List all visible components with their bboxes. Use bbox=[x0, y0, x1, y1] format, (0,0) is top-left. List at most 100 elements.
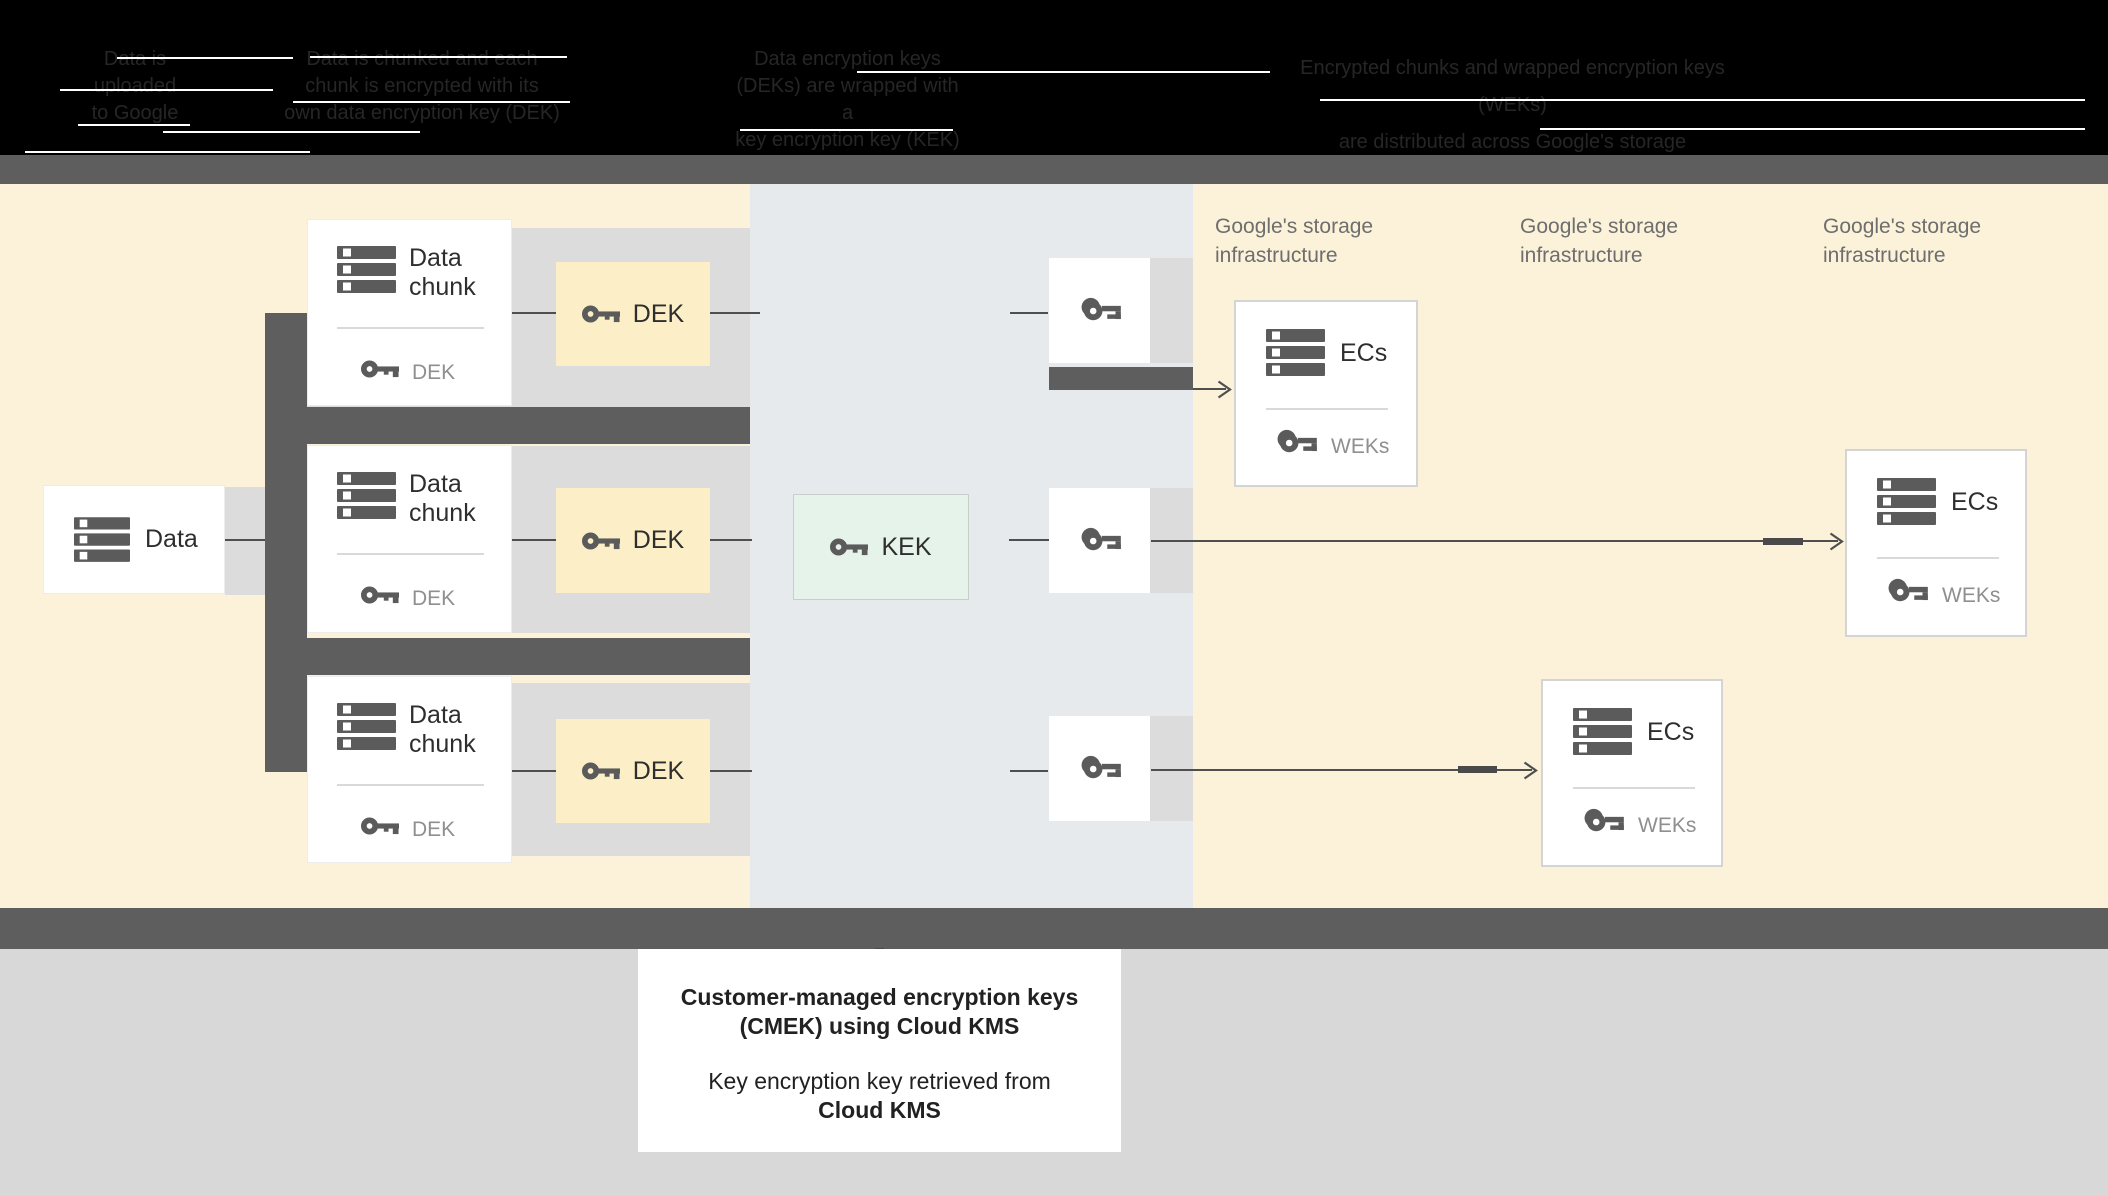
chunk-divider bbox=[337, 784, 484, 786]
header-streak bbox=[78, 124, 190, 126]
legend-step-wrapped: Data encryption keys (DEKs) are wrapped … bbox=[735, 48, 960, 151]
header-streak bbox=[1540, 128, 2085, 130]
key-icon bbox=[581, 529, 620, 553]
caption-box: Customer-managed encryption keys (CMEK) … bbox=[638, 949, 1121, 1152]
key-icon bbox=[830, 535, 869, 559]
ecs-weks-label: WEKs bbox=[1331, 435, 1390, 458]
ecs-divider bbox=[1266, 408, 1388, 410]
data-chunk-box-2: Data chunk DEK bbox=[307, 445, 512, 633]
server-icon bbox=[337, 703, 396, 751]
data-box-label: Data bbox=[145, 525, 198, 553]
ecs-label: ECs bbox=[1340, 339, 1388, 367]
header-streak bbox=[310, 56, 567, 58]
dek-box-3: DEK bbox=[556, 719, 710, 823]
server-icon bbox=[74, 516, 130, 563]
storage-infrastructure-label-3: Google's storage infrastructure bbox=[1823, 215, 1982, 267]
chunk-divider bbox=[337, 553, 484, 555]
dek-box-label: DEK bbox=[632, 756, 685, 785]
data-box: Data bbox=[43, 485, 225, 594]
key-icon bbox=[361, 357, 399, 381]
storage-infrastructure-label-1: Google's storage infrastructure bbox=[1215, 215, 1374, 267]
wrapped-key-box-2 bbox=[1049, 488, 1150, 593]
ecs-divider bbox=[1573, 787, 1695, 789]
header-streak bbox=[117, 57, 293, 59]
arrow3-dark-segment bbox=[1458, 766, 1497, 773]
header-streak bbox=[1320, 99, 2085, 101]
caption-title-line1: Customer-managed encryption keys bbox=[680, 984, 1079, 1010]
connector-into-key3 bbox=[1010, 770, 1048, 772]
key-icon bbox=[1078, 753, 1121, 785]
caption-body-line2: Cloud KMS bbox=[818, 1097, 941, 1123]
chunk-dek-label: DEK bbox=[412, 587, 456, 610]
caption-title-line2: (CMEK) using Cloud KMS bbox=[739, 1013, 1020, 1039]
header-streak bbox=[163, 131, 420, 133]
key1-shadow-band bbox=[1150, 258, 1193, 363]
chunk-dek-label: DEK bbox=[412, 361, 456, 384]
server-icon bbox=[1573, 708, 1632, 756]
connector-chunk3-dek3 bbox=[512, 770, 556, 772]
kek-box: KEK bbox=[793, 494, 969, 600]
key-icon bbox=[361, 583, 399, 607]
arrowhead-to-ecs3 bbox=[1523, 761, 1538, 780]
ecs-divider bbox=[1877, 557, 1999, 559]
header-streak bbox=[60, 89, 273, 91]
ecs-box-2: ECs WEKs bbox=[1845, 449, 2027, 637]
header-streak bbox=[857, 71, 1270, 73]
connector-dek1-out bbox=[710, 312, 760, 314]
legend-step-chunked: Data is chunked and each chunk is encryp… bbox=[284, 48, 560, 124]
wrapped-key-box-1 bbox=[1049, 258, 1150, 363]
branch-band-lower bbox=[265, 638, 750, 675]
server-icon bbox=[1877, 478, 1936, 526]
key-icon bbox=[1078, 295, 1121, 327]
key-icon bbox=[1885, 576, 1928, 608]
arrow-line-key2-ecs2 bbox=[1151, 540, 1838, 542]
legend-step-upload: Data is uploaded to Google bbox=[91, 48, 179, 124]
header-streak bbox=[25, 151, 310, 153]
chunk-label-line1: Data bbox=[409, 244, 462, 272]
storage-infrastructure-label-2: Google's storage infrastructure bbox=[1520, 215, 1679, 267]
server-icon bbox=[337, 246, 396, 294]
connector-kek-key2 bbox=[1009, 539, 1049, 541]
header-streak bbox=[740, 129, 953, 131]
branch-vertical-bar bbox=[265, 313, 307, 772]
chunk-label-line1: Data bbox=[409, 701, 462, 729]
connector-chunk2-dek2 bbox=[512, 539, 556, 541]
wek1-connector-band bbox=[1049, 367, 1193, 390]
connector-dek3-out bbox=[710, 770, 752, 772]
server-icon bbox=[1266, 329, 1325, 377]
chunk-label-line2: chunk bbox=[409, 499, 476, 527]
dek-box-2: DEK bbox=[556, 488, 710, 593]
arrow2-dark-segment bbox=[1763, 538, 1803, 545]
ecs-label: ECs bbox=[1951, 488, 1999, 516]
chunk-divider bbox=[337, 327, 484, 329]
dek-box-label: DEK bbox=[632, 526, 685, 554]
arrow-line-key3-ecs3 bbox=[1151, 769, 1532, 771]
connector-dek2-out bbox=[710, 539, 752, 541]
top-separator-band bbox=[0, 155, 2108, 184]
arrowhead-to-ecs1 bbox=[1217, 380, 1232, 399]
key-icon bbox=[581, 302, 620, 326]
branch-band-upper bbox=[265, 407, 750, 444]
chunk-label-line2: chunk bbox=[409, 273, 476, 301]
key-icon bbox=[581, 759, 620, 783]
key-icon bbox=[1274, 427, 1317, 459]
arrowhead-to-ecs2 bbox=[1829, 532, 1844, 551]
wrapped-key-box-3 bbox=[1049, 716, 1150, 821]
dek-box-1: DEK bbox=[556, 262, 710, 366]
chunk-label-line2: chunk bbox=[409, 730, 476, 758]
dek-box-label: DEK bbox=[632, 299, 685, 328]
server-icon bbox=[337, 472, 396, 520]
key-icon bbox=[361, 814, 399, 838]
data-box-shadow bbox=[225, 487, 265, 595]
data-chunk-box-1: Data chunk DEK bbox=[307, 219, 512, 406]
ecs-box-1: ECs WEKs bbox=[1234, 300, 1418, 487]
ecs-box-3: ECs WEKs bbox=[1541, 679, 1723, 867]
connector-into-key1 bbox=[1010, 312, 1048, 314]
connector-data-to-branch bbox=[225, 539, 265, 541]
ecs-label: ECs bbox=[1647, 718, 1695, 746]
header-streak bbox=[293, 101, 570, 103]
ecs-weks-label: WEKs bbox=[1638, 814, 1697, 837]
bottom-separator-band bbox=[0, 908, 2108, 949]
data-chunk-box-3: Data chunk DEK bbox=[307, 676, 512, 863]
